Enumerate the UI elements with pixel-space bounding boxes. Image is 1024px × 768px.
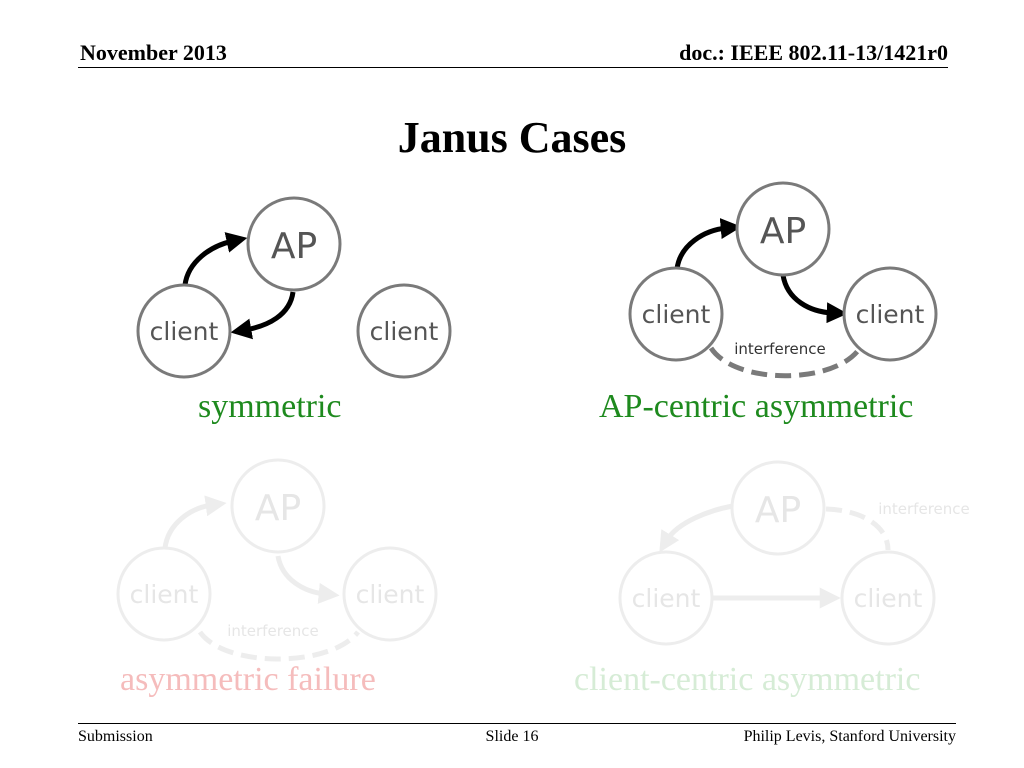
ap-label: AP [271, 226, 317, 267]
ap-node [230, 458, 326, 554]
arrow-client-to-ap [162, 495, 227, 549]
client-label: client [632, 584, 701, 613]
arrow-ap-to-client [780, 274, 848, 324]
ap-node [735, 181, 831, 277]
client-node [356, 283, 452, 379]
client-label: client [356, 580, 425, 609]
footer-author: Philip Levis, Stanford University [743, 728, 956, 745]
ap-label: AP [255, 488, 301, 529]
client-node [342, 546, 438, 642]
interference-link [197, 630, 360, 662]
client-node [840, 550, 936, 646]
slide-title: Janus Cases [397, 113, 627, 162]
interference-label: interference [878, 500, 970, 518]
client-label: client [370, 317, 439, 346]
client-label: client [856, 300, 925, 329]
header-date: November 2013 [80, 40, 227, 65]
footer-slide-number: Slide 16 [485, 728, 539, 745]
caption-symmetric: symmetric [198, 388, 342, 425]
ap-node [730, 460, 826, 556]
ap-node [246, 196, 342, 292]
arrow-ap-to-client [659, 503, 734, 553]
case-symmetric: AP client client [136, 196, 452, 379]
caption-asymmetric-failure: asymmetric failure [120, 661, 376, 698]
interference-label: interference [734, 340, 826, 358]
client-node [136, 283, 232, 379]
arrow-ap-to-client [275, 555, 340, 604]
header-divider [78, 67, 948, 68]
header-doc-id: doc.: IEEE 802.11-13/1421r0 [679, 40, 948, 65]
client-node [842, 266, 938, 362]
interference-link [708, 346, 863, 379]
client-label: client [130, 580, 199, 609]
case-client-centric-asymmetric: AP client client interference [618, 460, 970, 646]
footer-divider [78, 723, 956, 724]
ap-label: AP [755, 490, 801, 531]
client-node [628, 266, 724, 362]
arrow-client-to-ap [182, 232, 248, 286]
arrow-client-to-ap [674, 218, 742, 270]
case-asymmetric-failure: AP client client interference [116, 458, 438, 662]
client-label: client [150, 317, 219, 346]
footer-submission: Submission [78, 728, 153, 745]
client-node [116, 546, 212, 642]
interference-label: interference [227, 622, 319, 640]
interference-link [825, 506, 891, 551]
caption-client-centric-asymmetric: client-centric asymmetric [574, 661, 921, 698]
client-node [618, 550, 714, 646]
arrow-ap-to-client [230, 291, 296, 340]
client-label: client [854, 584, 923, 613]
case-ap-centric-asymmetric: AP client client interference [628, 181, 938, 379]
client-label: client [642, 300, 711, 329]
caption-ap-centric-asymmetric: AP-centric asymmetric [599, 388, 914, 425]
ap-label: AP [760, 211, 806, 252]
